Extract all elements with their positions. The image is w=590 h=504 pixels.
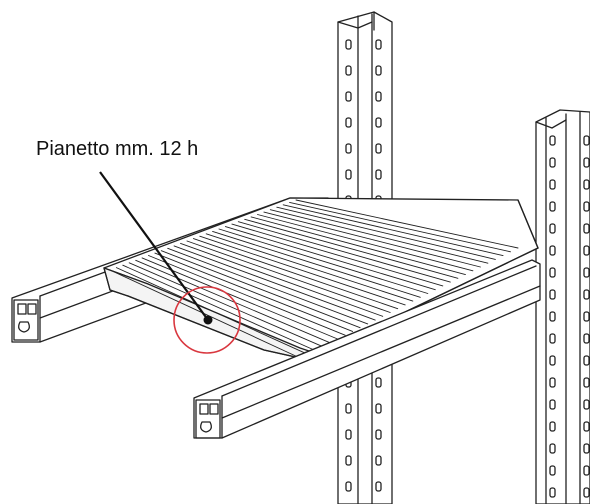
deck-rib [122,264,316,351]
deck-rib [244,218,459,279]
shelf-deck [103,197,539,359]
upright-slot [583,223,590,234]
upright-slot [549,311,556,322]
deck-rib [263,211,481,268]
upright-slot [583,465,590,476]
upright-slot [375,455,382,466]
upright-slot [549,421,556,432]
upright-slot [583,443,590,454]
upright-slot [375,117,382,128]
deck-rib [205,233,414,302]
callout-highlight-circle [173,286,241,354]
upright-slot [549,135,556,146]
deck-rib [135,259,331,344]
front-right-upright [535,109,590,504]
upright-slot [549,465,556,476]
deck-rib [160,250,361,329]
upright-slot [549,443,556,454]
callout-pointer-dot [203,315,213,325]
deck-rib [167,247,369,325]
deck-rib [295,199,519,249]
upright-slot [549,333,556,344]
upright-slot [583,289,590,300]
upright-slot [345,143,352,154]
upright-slot [345,455,352,466]
upright-slot [375,377,382,388]
upright-slot [375,39,382,50]
upright-slot [375,429,382,440]
deck-rib [180,242,384,317]
upright-slot [375,481,382,492]
deck-rib [237,221,451,283]
deck-rib [128,262,324,348]
deck-rib [276,206,496,260]
front-beam [193,259,541,439]
deck-rib [257,214,474,272]
upright-slot [549,377,556,388]
upright-slot [345,481,352,492]
upright-slot [549,267,556,278]
upright-slot [345,91,352,102]
upright-slot [345,169,352,180]
deck-rib [186,240,391,313]
upright-slot [583,377,590,388]
callout-label: Pianetto mm. 12 h [36,138,199,160]
callout-leader-line [99,171,209,321]
upright-slot [549,487,556,498]
deck-rib [148,255,346,336]
deck-rib [231,223,444,287]
upright-slot [549,223,556,234]
upright-slot [549,179,556,190]
upright-slot [583,421,590,432]
upright-slot [345,39,352,50]
upright-slot [375,143,382,154]
upright-slot [345,117,352,128]
upright-slot [583,245,590,256]
deck-rib [282,204,504,257]
upright-slot [345,429,352,440]
upright-slot [549,245,556,256]
upright-slot [583,399,590,410]
upright-slot [549,289,556,300]
upright-slot [583,201,590,212]
deck-rib [154,252,354,332]
upright-slot [345,65,352,76]
upright-slot [549,355,556,366]
upright-slot [583,157,590,168]
upright-slot [345,403,352,414]
upright-slot [583,487,590,498]
upright-slot [583,135,590,146]
upright-slot [549,399,556,410]
deck-rib [173,245,376,321]
upright-slot [549,157,556,168]
upright-slot [583,311,590,322]
deck-rib [289,201,511,253]
upright-slot [583,333,590,344]
upright-slot [375,403,382,414]
upright-slot [375,65,382,76]
deck-rib [212,230,421,298]
upright-slot [375,169,382,180]
deck-rib [250,216,466,276]
upright-slot [375,91,382,102]
deck-rib [141,257,339,340]
upright-slot [583,267,590,278]
deck-rib [192,238,399,310]
deck-rib [218,228,429,294]
upright-slot [549,201,556,212]
deck-rib [115,267,308,355]
upright-slot [583,355,590,366]
upright-slot [583,179,590,190]
deck-rib [224,226,436,291]
deck-rib [269,209,489,264]
deck-rib [199,235,406,306]
callout [99,171,241,354]
deck-rib [109,269,301,359]
